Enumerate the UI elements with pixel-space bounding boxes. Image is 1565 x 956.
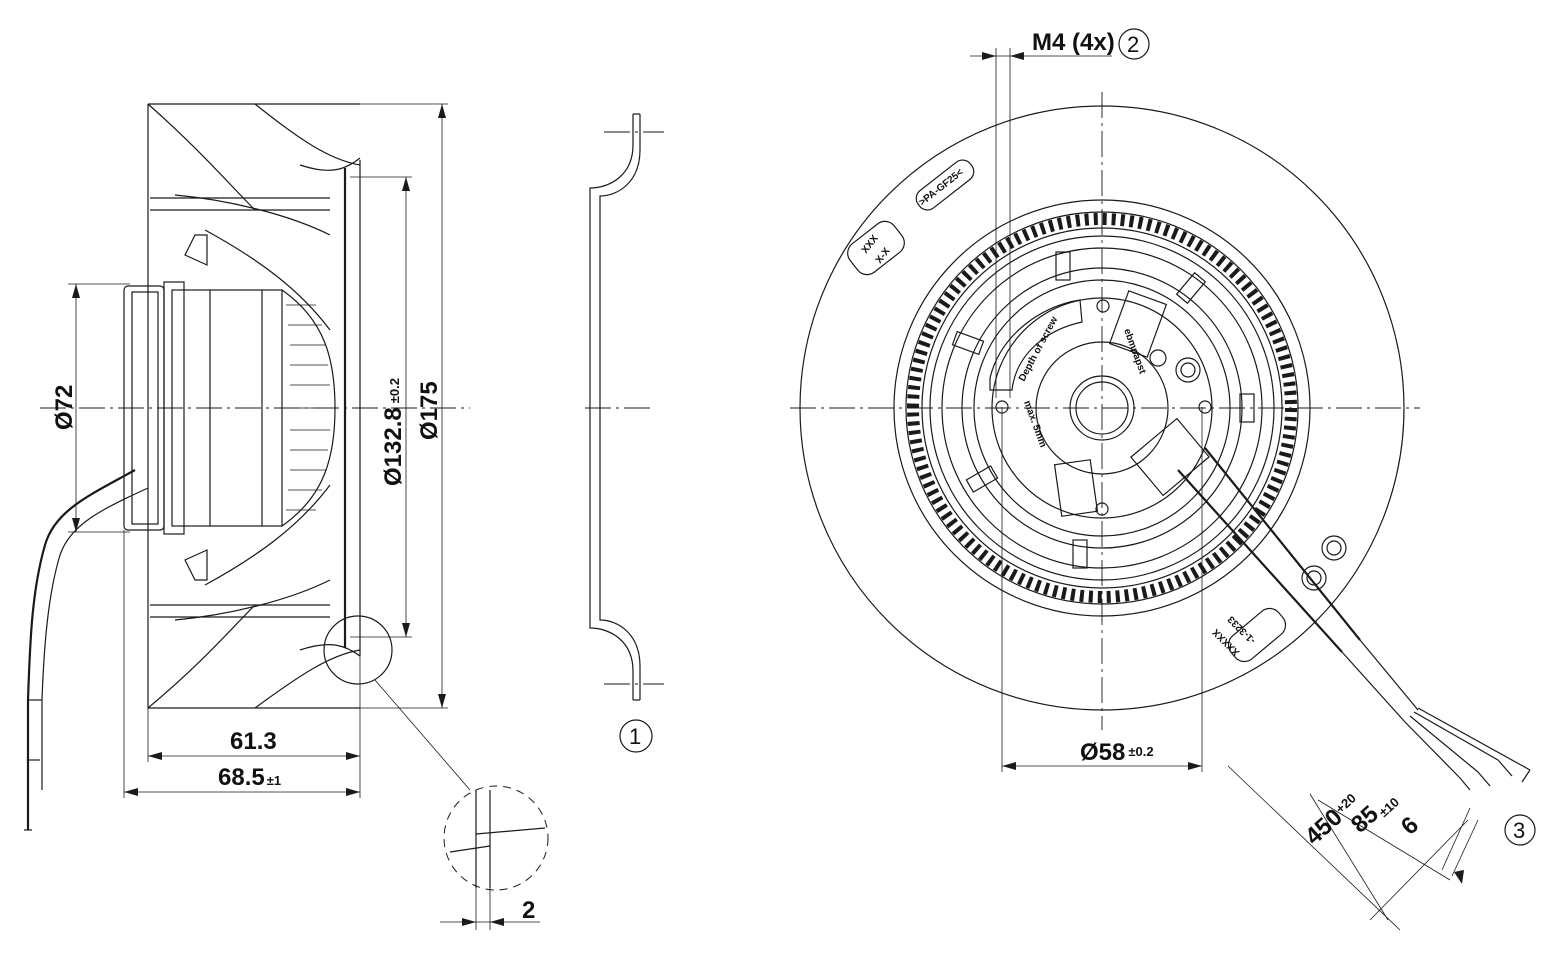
strip-length-tol: ±10 xyxy=(1376,794,1402,820)
dim-hub-diameter xyxy=(68,283,130,533)
detail-marker xyxy=(323,615,393,685)
front-view: >PA-GF25< XXX X-X XXXXX -1-3233 ebmpapst… xyxy=(790,28,1536,931)
inlet-diameter-value: Ø132.8 xyxy=(380,407,407,486)
inlet-ring-callout: 1 xyxy=(629,724,641,749)
inlet-ring-edge xyxy=(893,199,1311,617)
cable-length-dims xyxy=(1227,765,1479,931)
width-long-label: 68.5±1 xyxy=(218,764,281,791)
balancing-marks xyxy=(1301,535,1347,591)
inlet-diameter-tol: ±0.2 xyxy=(387,378,402,403)
inlet-ring-view xyxy=(585,113,664,753)
terminal-block xyxy=(1053,290,1210,517)
outer-rim xyxy=(799,105,1405,711)
dim-outer-diameter xyxy=(360,103,448,709)
impeller-outline xyxy=(147,103,361,709)
screw-holes xyxy=(995,299,1212,516)
strip-length-label: 85±10 xyxy=(1346,785,1402,839)
label-brand: ebmpapst xyxy=(1121,327,1148,376)
inlet-diameter-label: Ø132.8 ±0.2 xyxy=(380,378,407,486)
label-xx: X-X xyxy=(874,246,893,266)
side-cable xyxy=(24,469,149,831)
motor-outline xyxy=(123,234,336,581)
outer-diameter-label: Ø175 xyxy=(416,381,443,440)
cable-callout-circle xyxy=(1504,814,1536,846)
screw-label: M4 (4x) xyxy=(1032,29,1115,56)
depth-note-2: max. 5mm xyxy=(1021,399,1048,449)
shaft-hub xyxy=(1069,375,1135,441)
detail-leader xyxy=(374,679,471,791)
bolt-circle-tol: ±0.2 xyxy=(1128,744,1153,759)
wire-end-label: 6 xyxy=(1396,811,1424,840)
side-view: 2 Ø72 Ø132.8 ±0.2 Ø175 xyxy=(24,103,549,930)
width-long-tol: ±1 xyxy=(267,773,281,788)
motor-clips xyxy=(951,251,1255,569)
detail-view xyxy=(440,785,549,930)
bolt-circle-label: Ø58±0.2 xyxy=(1080,739,1154,766)
cable-callout: 3 xyxy=(1513,818,1525,843)
width-short-label: 61.3 xyxy=(230,728,277,755)
bolt-circle-value: Ø58 xyxy=(1080,739,1125,766)
label-badge-xxx xyxy=(847,220,905,276)
depth-note-outline xyxy=(989,299,1083,391)
material-badge xyxy=(915,159,975,211)
dim-inlet-diameter xyxy=(350,176,412,638)
bolt-circle-dim xyxy=(1001,407,1203,772)
screw-callout: 2 xyxy=(1127,32,1139,57)
front-cable xyxy=(1177,447,1531,791)
blade-ring xyxy=(907,213,1297,603)
hub-diameter-label: Ø72 xyxy=(51,385,78,430)
detail-gap-label: 2 xyxy=(522,897,535,924)
width-long-value: 68.5 xyxy=(218,764,265,791)
label-badge-code xyxy=(1227,607,1287,663)
dim-widths xyxy=(123,530,361,798)
screw-dim xyxy=(970,28,1150,398)
